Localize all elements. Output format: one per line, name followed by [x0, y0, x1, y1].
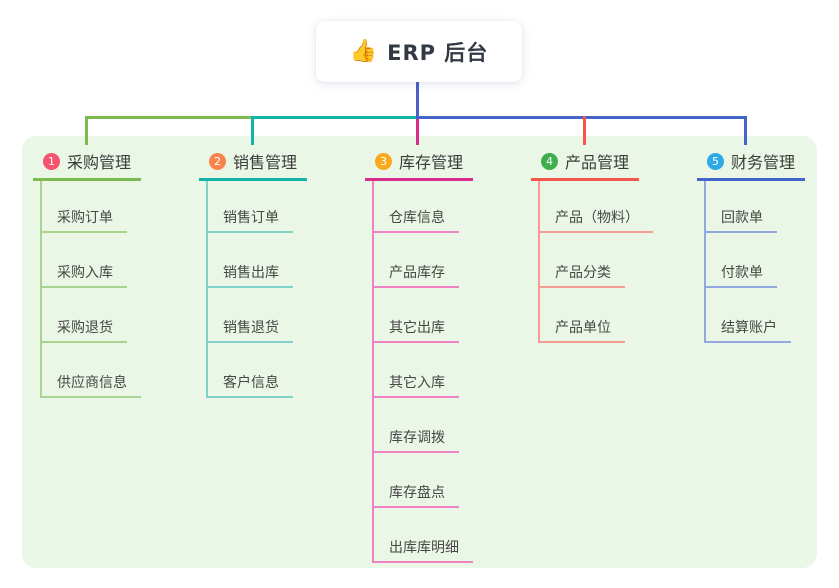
branch-node-label: 产品管理: [565, 153, 630, 172]
child-node[interactable]: 产品（物料）: [540, 181, 653, 233]
connector-bar-branch-2: [251, 116, 419, 119]
connector-bar-branch-5: [416, 116, 747, 119]
branch-node-4[interactable]: 4 产品管理: [531, 145, 640, 181]
child-node[interactable]: 采购退货: [42, 288, 127, 343]
branch-node-label: 采购管理: [67, 153, 132, 172]
child-node[interactable]: 仓库信息: [374, 181, 459, 233]
connector-drop-branch-1: [85, 116, 88, 145]
branch-node-2[interactable]: 2 销售管理: [199, 145, 308, 181]
root-node[interactable]: 👍 ERP 后台: [316, 21, 522, 82]
child-node[interactable]: 客户信息: [208, 343, 293, 398]
branch-children-list: 仓库信息产品库存其它出库其它入库库存调拨库存盘点出库库明细: [372, 181, 473, 563]
child-node[interactable]: 其它入库: [374, 343, 459, 398]
child-node[interactable]: 销售订单: [208, 181, 293, 233]
connector-drop-branch-4: [583, 116, 586, 145]
child-node[interactable]: 产品库存: [374, 233, 459, 288]
child-node[interactable]: 出库库明细: [374, 508, 473, 563]
branch-column-2: 2 销售管理销售订单销售出库销售退货客户信息: [199, 145, 308, 398]
branch-children-list: 采购订单采购入库采购退货供应商信息: [40, 181, 141, 398]
branch-background-panel: [22, 136, 817, 568]
branch-node-label: 财务管理: [731, 153, 796, 172]
child-node[interactable]: 其它出库: [374, 288, 459, 343]
branch-number-badge: 3: [375, 152, 392, 170]
root-node-label: ERP 后台: [387, 40, 489, 65]
child-node[interactable]: 产品单位: [540, 288, 625, 343]
connector-root-drop: [416, 82, 419, 119]
child-node[interactable]: 采购订单: [42, 181, 127, 233]
branch-number-badge: 1: [43, 152, 60, 170]
branch-number-badge: 2: [209, 152, 226, 170]
branch-children-list: 回款单付款单结算账户: [704, 181, 805, 343]
branch-number-badge: 5: [707, 152, 724, 170]
connector-drop-branch-5: [744, 116, 747, 145]
child-node[interactable]: 结算账户: [706, 288, 791, 343]
child-node[interactable]: 产品分类: [540, 233, 625, 288]
child-node[interactable]: 销售退货: [208, 288, 293, 343]
branch-node-label: 库存管理: [399, 153, 464, 172]
branch-column-5: 5 财务管理回款单付款单结算账户: [697, 145, 806, 343]
branch-column-4: 4 产品管理产品（物料）产品分类产品单位: [531, 145, 653, 343]
branch-node-label: 销售管理: [233, 153, 298, 172]
child-node[interactable]: 库存盘点: [374, 453, 459, 508]
child-node[interactable]: 库存调拨: [374, 398, 459, 453]
branch-node-3[interactable]: 3 库存管理: [365, 145, 474, 181]
connector-drop-branch-2: [251, 116, 254, 145]
child-node[interactable]: 供应商信息: [42, 343, 141, 398]
branch-node-1[interactable]: 1 采购管理: [33, 145, 142, 181]
child-node[interactable]: 付款单: [706, 233, 777, 288]
branch-node-5[interactable]: 5 财务管理: [697, 145, 806, 181]
child-node[interactable]: 采购入库: [42, 233, 127, 288]
connector-drop-branch-3: [416, 119, 419, 145]
child-node[interactable]: 销售出库: [208, 233, 293, 288]
child-node[interactable]: 回款单: [706, 181, 777, 233]
branch-children-list: 产品（物料）产品分类产品单位: [538, 181, 653, 343]
branch-children-list: 销售订单销售出库销售退货客户信息: [206, 181, 307, 398]
thumbs-up-icon: 👍: [349, 38, 378, 64]
branch-column-3: 3 库存管理仓库信息产品库存其它出库其它入库库存调拨库存盘点出库库明细: [365, 145, 474, 563]
branch-number-badge: 4: [541, 152, 558, 170]
branch-column-1: 1 采购管理采购订单采购入库采购退货供应商信息: [33, 145, 142, 398]
